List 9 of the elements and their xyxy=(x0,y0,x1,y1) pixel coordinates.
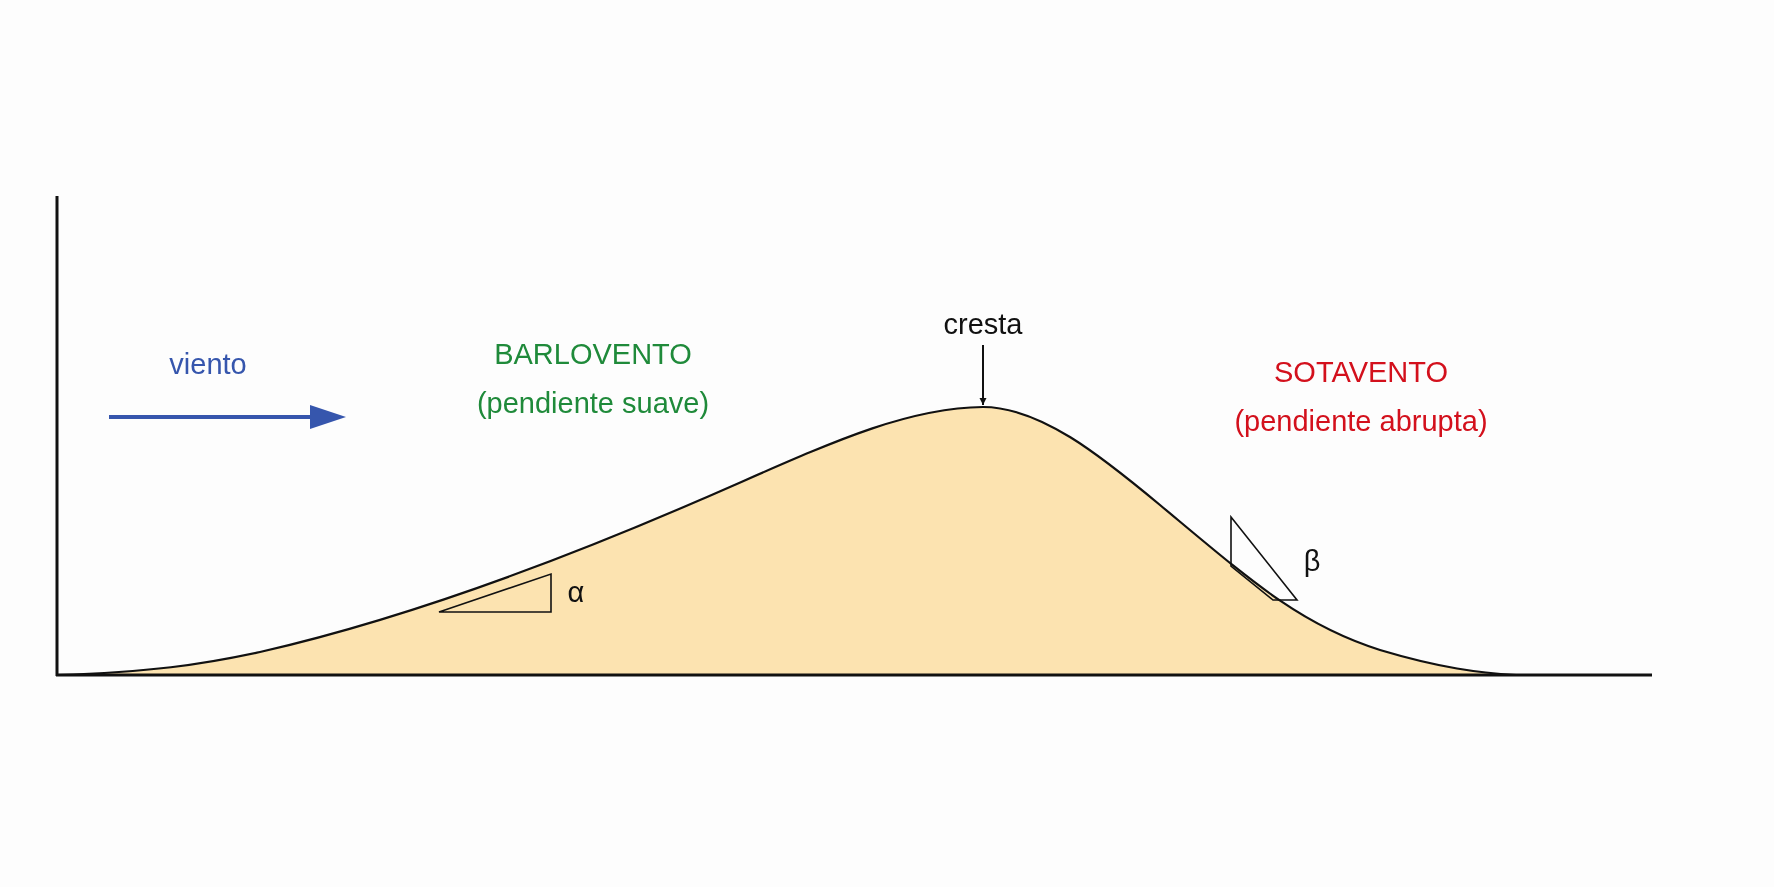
slope-note: (pendiente suave) xyxy=(476,388,710,420)
crest-label: cresta xyxy=(943,309,1023,341)
slope-note: (pendiente abrupta) xyxy=(1234,406,1488,438)
angle-label: β xyxy=(1303,546,1321,578)
leeward-label: SOTAVENTO xyxy=(1274,357,1448,389)
wind-label: viento xyxy=(169,349,247,381)
windward-label: BARLOVENTO xyxy=(494,339,692,371)
leader-line xyxy=(979,344,987,406)
angle-label: α xyxy=(567,577,585,609)
